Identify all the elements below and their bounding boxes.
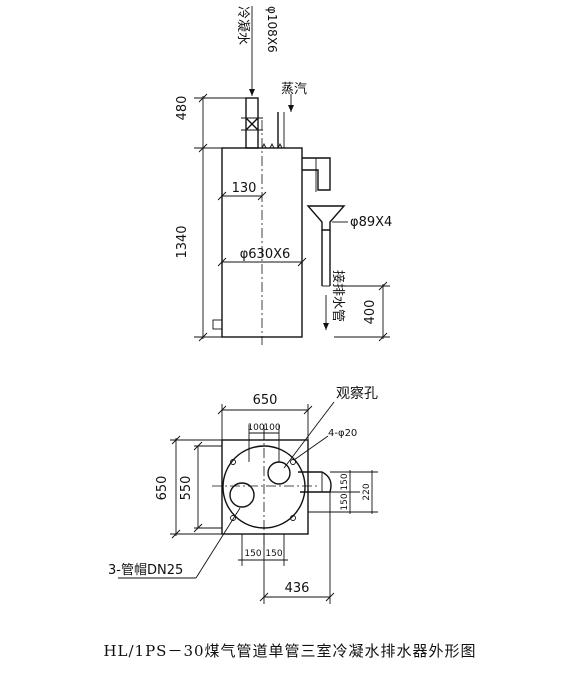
label-holes: 4-φ20 bbox=[328, 428, 357, 439]
elevation-view: 冷凝水 φ108X6 蒸汽 480 1340 130 φ630X6 φ89X4 … bbox=[175, 6, 392, 345]
label-caps: 3-管帽DN25 bbox=[108, 562, 183, 578]
bolt-hole bbox=[230, 515, 236, 521]
dim-150-v2: 150 bbox=[340, 493, 350, 510]
drawing-caption: HL/1PS－30煤气管道单管三室冷凝水排水器外形图 bbox=[103, 642, 477, 660]
cap-circle bbox=[229, 482, 255, 508]
inlet-valve bbox=[245, 117, 259, 131]
dim-400: 400 bbox=[363, 300, 378, 325]
dim-650-side: 650 bbox=[155, 476, 170, 501]
observation-circle bbox=[267, 461, 291, 485]
dim-100-b: 100 bbox=[263, 423, 280, 433]
label-cold-water: 冷凝水 bbox=[235, 6, 251, 45]
dim-480: 480 bbox=[175, 96, 190, 121]
bottom-drain-stub bbox=[212, 319, 223, 330]
dim-130: 130 bbox=[232, 181, 257, 196]
label-steam: 蒸汽 bbox=[281, 82, 307, 97]
bolt-hole bbox=[290, 515, 296, 521]
dim-550: 550 bbox=[179, 476, 194, 501]
drain-funnel bbox=[306, 205, 346, 231]
label-drain-pipe: φ89X4 bbox=[350, 215, 392, 230]
vessel-plan-circle bbox=[222, 445, 306, 529]
dim-150-v1: 150 bbox=[340, 473, 350, 490]
label-to-drain: 接排水管 bbox=[330, 270, 346, 322]
label-vessel: φ630X6 bbox=[240, 247, 291, 262]
inlet-pipe bbox=[245, 97, 259, 149]
label-cold-water-pipe: φ108X6 bbox=[265, 6, 279, 53]
bolt-hole bbox=[230, 459, 236, 465]
side-elbow bbox=[302, 157, 331, 191]
dim-150-h1: 150 bbox=[244, 549, 261, 559]
dim-436: 436 bbox=[285, 581, 310, 596]
dim-100-a: 100 bbox=[247, 423, 264, 433]
bolt-hole bbox=[290, 459, 296, 465]
dim-150-h2: 150 bbox=[265, 549, 282, 559]
dim-1340: 1340 bbox=[175, 225, 190, 258]
dim-220: 220 bbox=[362, 483, 372, 500]
label-observation-hole: 观察孔 bbox=[336, 385, 378, 402]
base-plate bbox=[221, 439, 309, 535]
dim-650-top: 650 bbox=[253, 393, 278, 408]
plan-view: 650 观察孔 100 100 4-φ20 650 550 150 150 22… bbox=[108, 385, 378, 604]
